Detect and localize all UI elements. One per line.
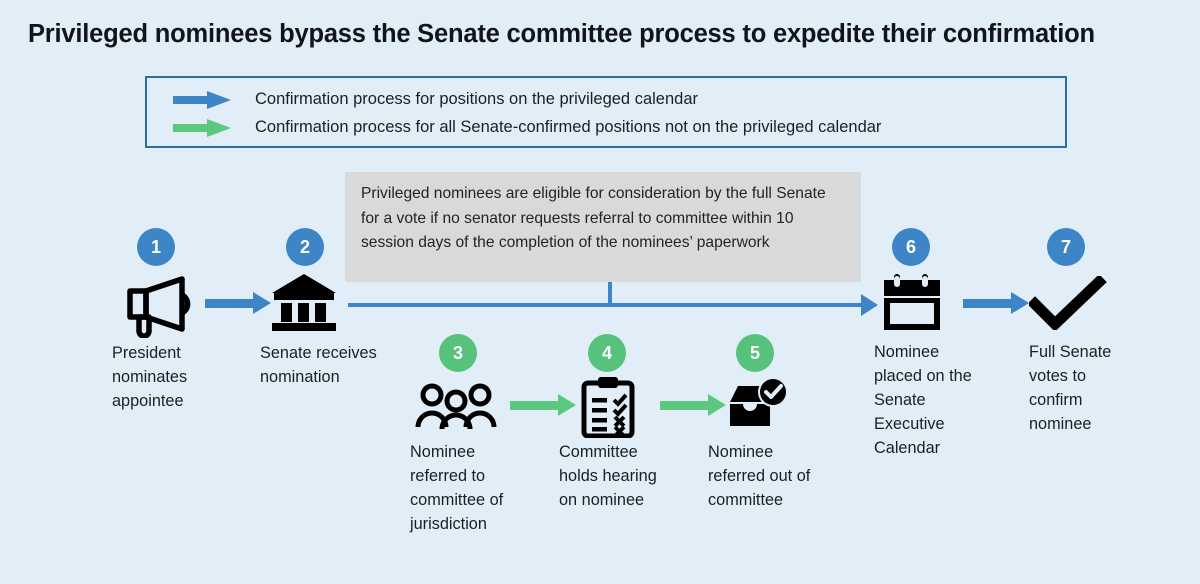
legend: Confirmation process for positions on th… bbox=[145, 76, 1067, 148]
step-2-badge: 2 bbox=[286, 228, 324, 266]
step-5-badge: 5 bbox=[736, 334, 774, 372]
step-1-badge: 1 bbox=[137, 228, 175, 266]
legend-label-standard: Confirmation process for all Senate-conf… bbox=[255, 118, 882, 136]
callout-stem-connector bbox=[608, 282, 612, 304]
step-2-label: Senate receives nomination bbox=[260, 344, 377, 386]
step-3: 3 Nominee referred to committee of juris… bbox=[408, 334, 530, 554]
megaphone-icon bbox=[127, 276, 191, 339]
step-3-label: Nominee referred to committee of jurisdi… bbox=[410, 443, 504, 533]
checkmark-icon bbox=[1027, 274, 1107, 332]
step-7-label: Full Senate votes to confirm nominee bbox=[1029, 343, 1112, 433]
connector-4-to-5 bbox=[660, 394, 726, 416]
connector-6-to-7 bbox=[963, 292, 1029, 314]
privileged-callout-text: Privileged nominees are eligible for con… bbox=[361, 185, 826, 251]
step-7: 7 Full Senate votes to confirm nominee bbox=[1025, 228, 1150, 438]
step-6-label: Nominee placed on the Senate Executive C… bbox=[874, 343, 972, 457]
group-of-people-icon bbox=[415, 383, 497, 430]
step-7-badge: 7 bbox=[1047, 228, 1085, 266]
clipboard-checklist-icon bbox=[581, 377, 635, 439]
step-4-label: Committee holds hearing on nominee bbox=[559, 443, 657, 509]
step-5-label: Nominee referred out of committee bbox=[708, 443, 811, 509]
connector-1-to-2 bbox=[205, 292, 271, 314]
step-1-label: President nominates appointee bbox=[112, 344, 188, 410]
privileged-callout-box: Privileged nominees are eligible for con… bbox=[345, 172, 861, 282]
page-title: Privileged nominees bypass the Senate co… bbox=[28, 20, 1095, 48]
privileged-path-spine-arrowhead bbox=[861, 294, 878, 316]
step-3-badge: 3 bbox=[439, 334, 477, 372]
step-6: 6 Nominee placed on the Senate Executive… bbox=[870, 228, 995, 458]
privileged-path-spine bbox=[348, 303, 871, 307]
connector-3-to-4 bbox=[510, 394, 576, 416]
step-2: 2 Senate receives nomination bbox=[258, 228, 378, 428]
calendar-icon bbox=[884, 274, 940, 330]
step-6-badge: 6 bbox=[892, 228, 930, 266]
blue-arrow-icon bbox=[173, 91, 231, 109]
step-4: 4 Committee holds hearing on nominee bbox=[557, 334, 677, 534]
capitol-building-icon bbox=[272, 274, 336, 331]
inbox-check-icon bbox=[730, 377, 788, 426]
green-arrow-icon bbox=[173, 119, 231, 137]
legend-label-privileged: Confirmation process for positions on th… bbox=[255, 90, 698, 108]
step-4-badge: 4 bbox=[588, 334, 626, 372]
step-5: 5 Nominee referred out of committee bbox=[706, 334, 831, 534]
step-1: 1 President nominates appointee bbox=[110, 228, 220, 428]
